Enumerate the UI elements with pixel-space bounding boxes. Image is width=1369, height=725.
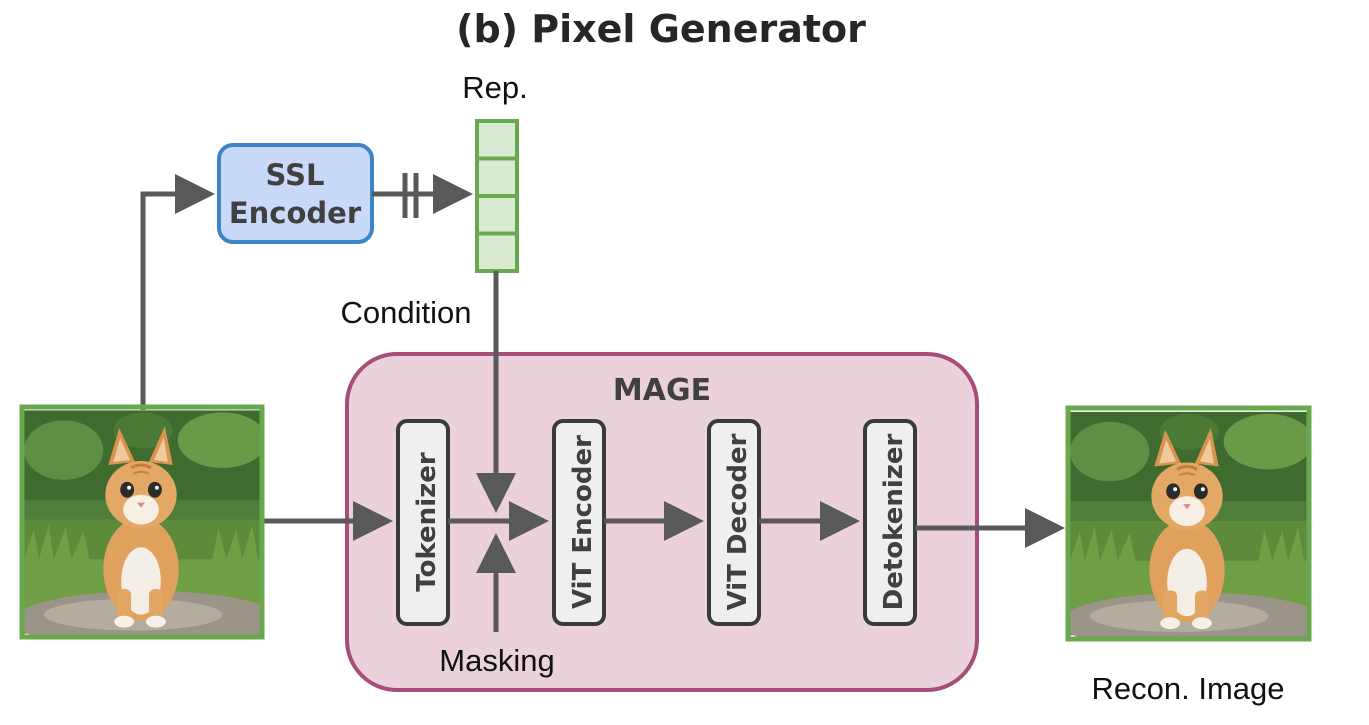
diagram-title: (b) Pixel Generator — [456, 7, 866, 51]
vit-encoder-label: ViT Encoder — [568, 435, 598, 609]
tokenizer-label: Tokenizer — [412, 452, 442, 592]
ssl-encoder-box: SSL Encoder — [217, 143, 374, 244]
ssl-encoder-label-line1: SSL — [266, 158, 325, 192]
representation-vector — [475, 119, 519, 273]
vit-decoder-label: ViT Decoder — [723, 433, 753, 610]
vit-encoder-block: ViT Encoder — [552, 419, 606, 626]
recon-image-label: Recon. Image — [1092, 671, 1285, 706]
vit-decoder-block: ViT Decoder — [707, 419, 761, 626]
detokenizer-label: Detokenizer — [879, 433, 909, 610]
tokenizer-block: Tokenizer — [396, 419, 450, 626]
detokenizer-block: Detokenizer — [863, 419, 917, 626]
output-recon-image — [1065, 405, 1312, 642]
masking-label: Masking — [439, 643, 554, 678]
mage-title: MAGE — [613, 373, 711, 408]
rep-label: Rep. — [462, 70, 527, 105]
condition-label: Condition — [341, 295, 472, 330]
input-image — [19, 404, 265, 640]
arrow-image-to-ssl — [140, 174, 215, 410]
ssl-encoder-label-line2: Encoder — [229, 196, 362, 230]
stop-gradient-mark — [402, 173, 419, 218]
